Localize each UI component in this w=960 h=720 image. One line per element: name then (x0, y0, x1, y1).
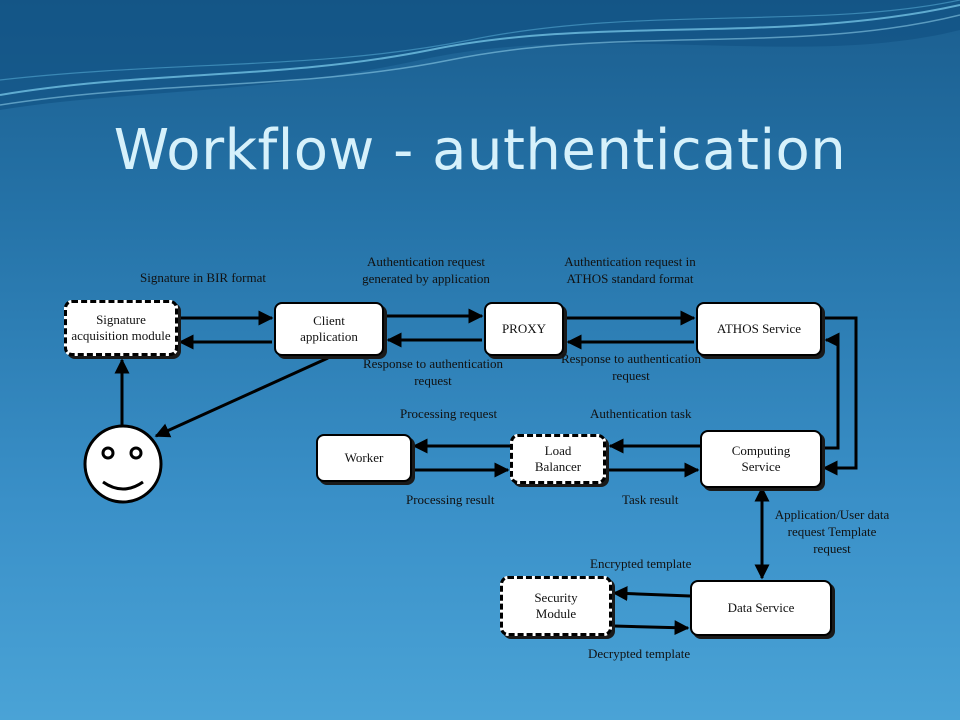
label-task-result: Task result (622, 492, 679, 507)
label-data-request: Application/User data request Template r… (774, 507, 890, 556)
computing-service-label: Computing Service (731, 442, 791, 474)
label-processing-request: Processing request (400, 406, 498, 421)
worker: Worker (316, 434, 412, 482)
signature-module-label: Signature acquisition module (71, 311, 171, 343)
load-balancer: Load Balancer (510, 434, 606, 484)
arrow-athos-to-computing (822, 316, 858, 476)
user-smiley-icon (83, 424, 163, 504)
signature-acquisition-module: Signature acquisition module (64, 300, 178, 356)
worker-label: Worker (344, 449, 384, 465)
arrow-computing-to-athos (824, 332, 840, 450)
label-processing-result: Processing result (406, 492, 495, 507)
arrow-data-to-security (612, 586, 691, 602)
arrow-security-to-data (613, 620, 690, 636)
label-auth-request-app: Authentication request generated by appl… (362, 254, 490, 286)
security-module: Security Module (500, 576, 612, 636)
load-balancer-label: Load Balancer (534, 442, 582, 474)
athos-service-label: ATHOS Service (716, 320, 802, 336)
proxy: PROXY (484, 302, 564, 356)
security-module-label: Security Module (534, 589, 578, 621)
athos-service: ATHOS Service (696, 302, 822, 356)
data-service-label: Data Service (727, 599, 795, 615)
label-authentication-task: Authentication task (590, 406, 692, 421)
client-application: Client application (274, 302, 384, 356)
arrow-client-to-user (154, 356, 329, 438)
label-auth-request-athos: Authentication request in ATHOS standard… (564, 254, 696, 286)
label-bir-format: Signature in BIR format (140, 270, 267, 285)
label-response-proxy: Response to authentication request (560, 351, 702, 383)
page-title: Workflow - authentication (113, 118, 847, 183)
proxy-label: PROXY (501, 320, 547, 336)
data-service: Data Service (690, 580, 832, 636)
client-application-label: Client application (300, 312, 358, 344)
computing-service: Computing Service (700, 430, 822, 488)
label-response-client: Response to authentication request (362, 356, 504, 388)
label-encrypted-template: Encrypted template (590, 556, 692, 571)
label-decrypted-template: Decrypted template (588, 646, 691, 661)
